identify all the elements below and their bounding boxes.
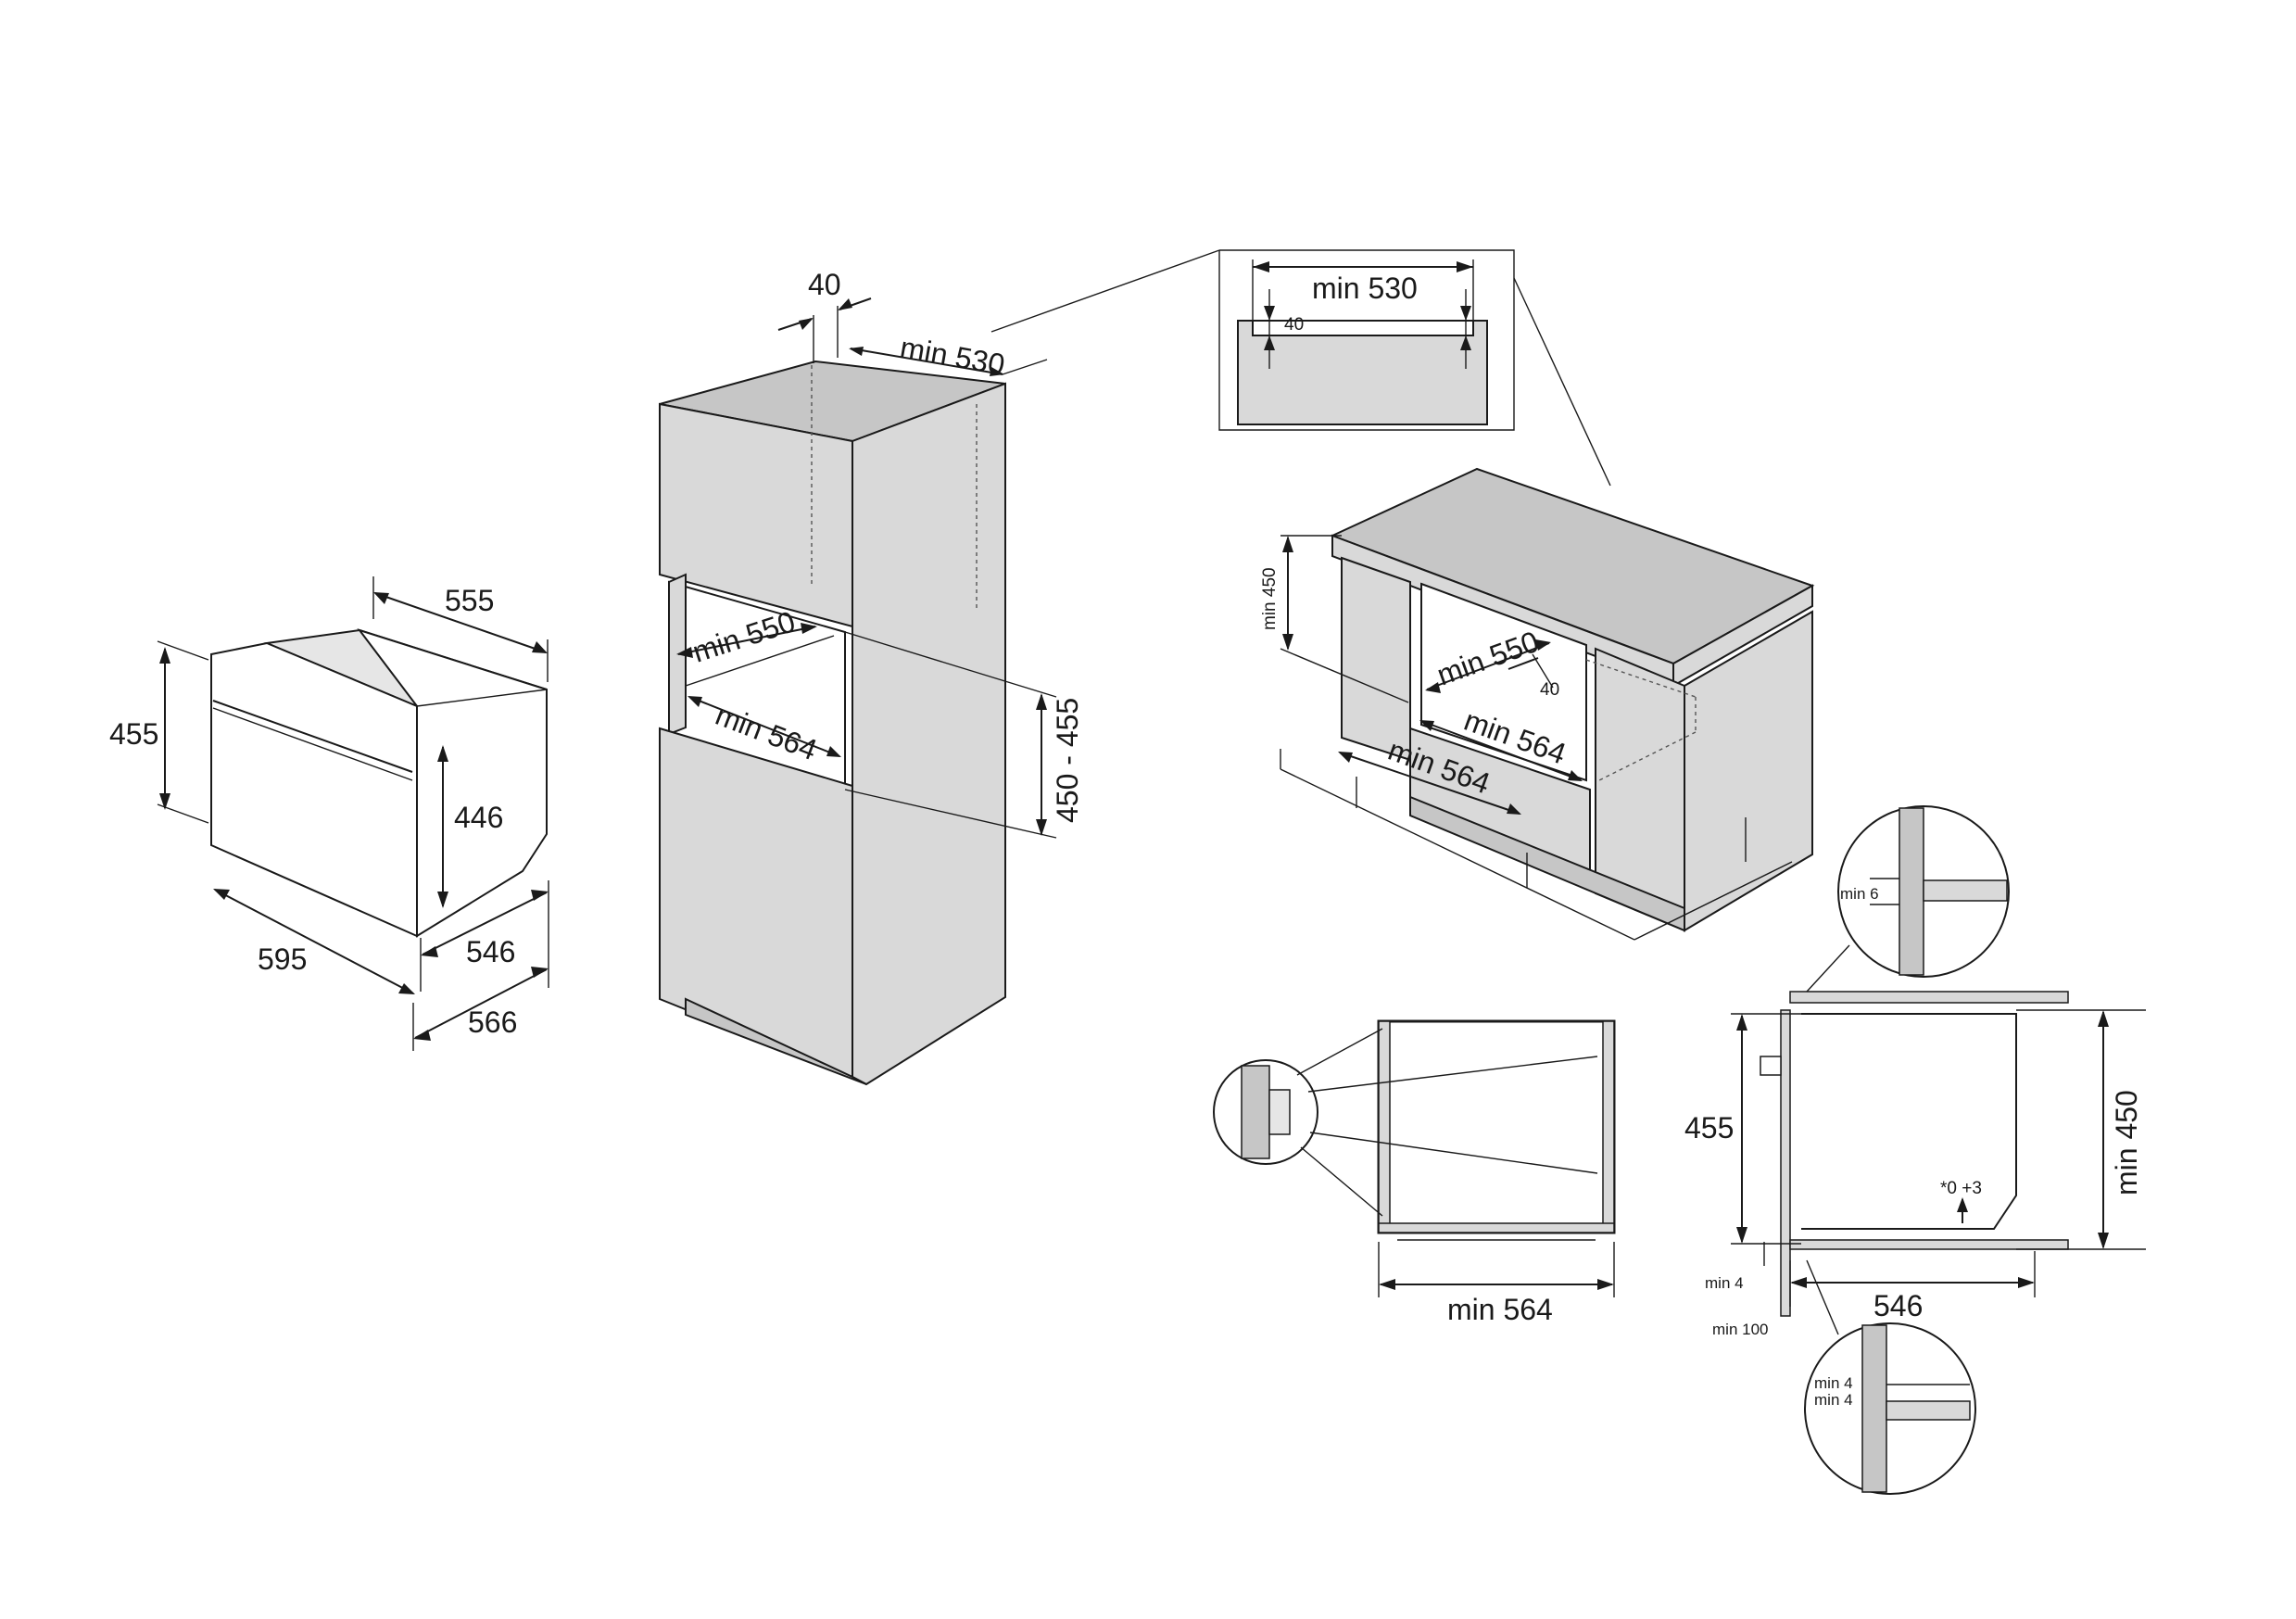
inset-pointer-line [1513,277,1611,487]
appliance-body-depth-label: 546 [466,935,515,968]
tall-unit-top-depth-arrow [850,348,1003,375]
counter-hidden-line-3 [1598,731,1697,781]
counter-gap-label: 40 [1540,680,1559,700]
front-section-bottom-shelf [1789,1239,2069,1250]
appliance-total-depth-arrow [414,968,548,1039]
front-section-oven-outline [1801,1013,2017,1230]
front-section: min 450 455 *0 +3 546 min 4 min 100 min … [1684,805,2146,1495]
front-section-floor-gap-label: min 100 [1712,1321,1768,1338]
inset-depth-label: min 530 [1312,272,1418,305]
appliance-body-depth-arrow [422,892,548,955]
counter-inner-depth-arrow [1420,720,1582,781]
appliance-height-label: 455 [109,717,158,751]
side-section-wall [1378,1020,1391,1233]
front-section-top-shelf [1789,991,2069,1004]
tall-unit-lower-door [659,727,853,1079]
tall-unit-niche-floor-edge [685,635,835,687]
front-section-niche-height-label: min 450 [2110,1090,2143,1195]
front-section-oven-height-label: 455 [1684,1111,1734,1145]
appliance-width-label: 595 [258,942,307,976]
appliance-depth-label: 555 [445,584,494,617]
tall-unit-niche-width-arrow [677,626,816,655]
front-section-top-detail-label: min 6 [1840,885,1879,903]
tall-unit-plinth [685,997,867,1085]
inset-detail: min 530 40 [1218,249,1611,487]
counter-left-panel [1341,556,1411,762]
side-section-width-label: min 564 [1447,1293,1553,1326]
front-section-detail-a-label: min 4 [1814,1374,1853,1392]
front-section-depth-label: 546 [1873,1289,1923,1322]
tall-unit-side [852,382,1006,1086]
appliance-handle-line [212,707,413,781]
counter-niche-width-arrow [1426,642,1550,690]
appliance-control-strip [212,700,413,773]
front-section-tolerance-label: *0 +3 [1940,1179,1982,1198]
inset-gap-label: 40 [1284,315,1304,335]
inset-gap-strip [1252,320,1474,336]
appliance-edge [416,689,548,707]
appliance-drawing [210,628,548,938]
front-section-detail-b-label: min 4 [1814,1391,1853,1409]
tall-unit-gap-label: 40 [808,268,841,301]
side-section-frame [1377,1019,1616,1234]
appliance-dimensions: 455 555 446 595 546 566 [109,576,549,1051]
counter-unit-drawing [1280,467,1815,941]
tall-unit-upper-door [659,402,853,628]
counter-height-label: min 450 [1260,567,1280,630]
tall-unit-niche-height-label: 450 - 455 [1051,698,1084,823]
appliance-width-arrow [214,889,414,994]
tall-unit-drawing [659,360,1006,1086]
counter-floor-depth-arrow [1339,752,1520,815]
inset-frame [1218,249,1515,431]
inset-connector-line [990,249,1220,333]
front-section-bottom-gap-label: min 4 [1705,1274,1744,1292]
counter-niche-opening [1420,582,1587,782]
appliance-total-depth-label: 566 [468,1006,517,1039]
front-section-panel [1780,1009,1791,1317]
appliance-inner-height-label: 446 [454,801,503,834]
tall-unit-niche-depth-arrow [688,696,840,757]
appliance-front-panel [210,641,418,938]
counter-plinth [1409,795,1685,932]
side-section-back [1602,1020,1615,1233]
side-section-floor [1378,1222,1615,1233]
side-section: min 564 [1213,1019,1616,1326]
appliance-depth-arrow [374,592,547,653]
